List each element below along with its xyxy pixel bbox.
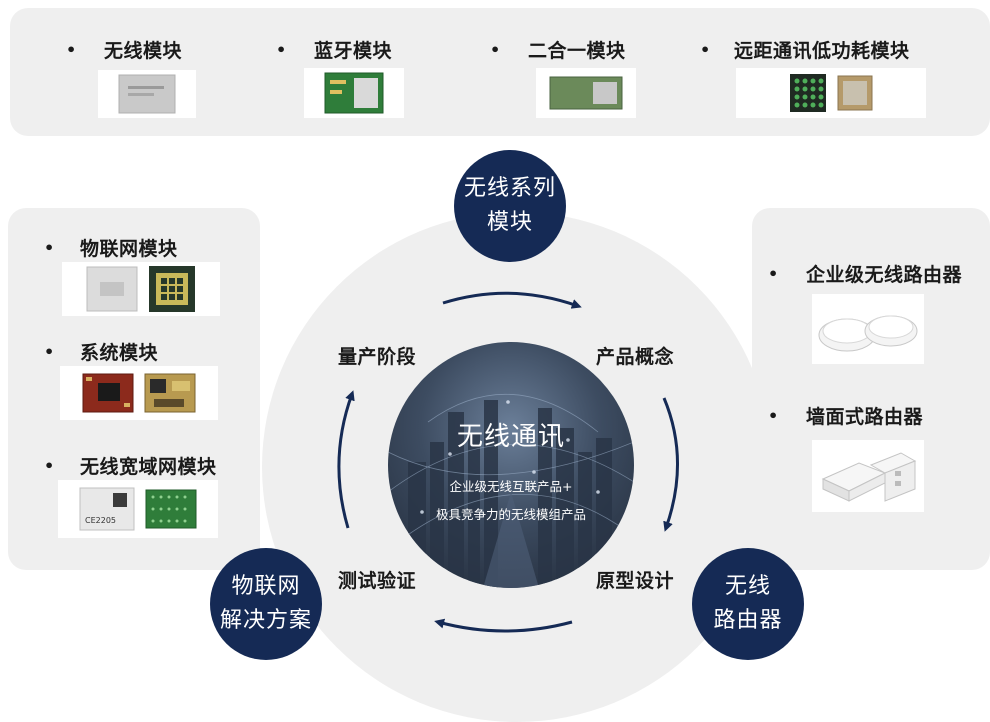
bullet: • [490, 40, 501, 59]
system-module-image [60, 366, 218, 420]
bullet: • [768, 264, 779, 283]
bullet: • [66, 40, 77, 59]
city-skyline [388, 393, 634, 588]
qfn-chip-image [149, 266, 195, 312]
bullet: • [768, 406, 779, 425]
hub-wireless-series-modules: 无线系列 模块 [454, 150, 566, 262]
hub-wireless-routers: 无线 路由器 [692, 548, 804, 660]
pcb-image [144, 373, 196, 413]
hub-label-line2: 解决方案 [219, 608, 312, 633]
chip-image [118, 74, 176, 114]
center-city-image: 无线通讯 企业级无线互联产品+ 极具竞争力的无线模组产品 [388, 342, 634, 588]
wan-module-image: CE2205 [58, 480, 218, 538]
hub-label-line1: 无线系列 [463, 176, 556, 201]
item-label: 蓝牙模块 [314, 40, 393, 62]
item-label: 物联网模块 [80, 238, 178, 260]
center-title: 无线通讯 [456, 422, 565, 452]
stage-mass-production: 量产阶段 [338, 346, 417, 368]
bullet: • [44, 342, 55, 361]
top-item-bluetooth-module: • 蓝牙模块 [276, 36, 392, 63]
bullet: • [44, 456, 55, 475]
module-image: CE2205 [79, 487, 135, 531]
pcb-image [82, 373, 134, 413]
chip-image [86, 266, 138, 312]
bluetooth-module-image [304, 68, 404, 118]
item-label: 系统模块 [80, 342, 159, 364]
hub-label-line2: 模块 [486, 210, 533, 235]
module-image [837, 75, 873, 111]
center-subtitle-line2: 极具竞争力的无线模组产品 [435, 507, 586, 522]
hub-label-line2: 路由器 [713, 608, 783, 633]
hub-label-line1: 物联网 [231, 574, 301, 599]
left-item-iot-module: • 物联网模块 [44, 234, 178, 261]
wall-router-image [812, 440, 924, 512]
left-item-wan-module: • 无线宽域网模块 [44, 452, 217, 479]
item-label: 无线模块 [104, 40, 183, 62]
pcb-image [324, 72, 384, 114]
chip-text: CE2205 [85, 516, 116, 525]
stage-prototype-design: 原型设计 [596, 570, 675, 592]
router-image [818, 315, 918, 352]
bullet: • [276, 40, 287, 59]
bullet: • [44, 238, 55, 257]
left-item-system-module: • 系统模块 [44, 338, 158, 365]
pcb-image [145, 489, 197, 529]
stage-product-concept: 产品概念 [596, 346, 675, 368]
item-label: 远距通讯低功耗模块 [734, 40, 910, 62]
item-label: 企业级无线路由器 [806, 264, 963, 286]
center-subtitle-line1: 企业级无线互联产品+ [449, 479, 573, 494]
router-image [821, 452, 917, 502]
hub-label-line1: 无线 [724, 574, 771, 599]
item-label: 二合一模块 [528, 40, 626, 62]
top-item-wireless-module: • 无线模块 [66, 36, 182, 63]
item-label: 无线宽域网模块 [80, 456, 217, 478]
bullet: • [700, 40, 711, 59]
lpwan-module-image [736, 68, 926, 118]
top-item-lpwan-module: • 远距通讯低功耗模块 [700, 36, 910, 63]
bga-chip-image [790, 74, 826, 112]
pcb-image [549, 76, 623, 110]
wireless-module-image [98, 70, 196, 118]
right-item-wall-router: • 墙面式路由器 [768, 402, 923, 429]
item-label: 墙面式路由器 [806, 406, 924, 428]
combo-module-image [536, 68, 636, 118]
hub-iot-solutions: 物联网 解决方案 [210, 548, 322, 660]
top-item-combo-module: • 二合一模块 [490, 36, 626, 63]
iot-module-image [62, 262, 220, 316]
enterprise-router-image [812, 294, 924, 364]
stage-testing-verification: 测试验证 [338, 570, 417, 592]
right-item-enterprise-router: • 企业级无线路由器 [768, 260, 962, 287]
